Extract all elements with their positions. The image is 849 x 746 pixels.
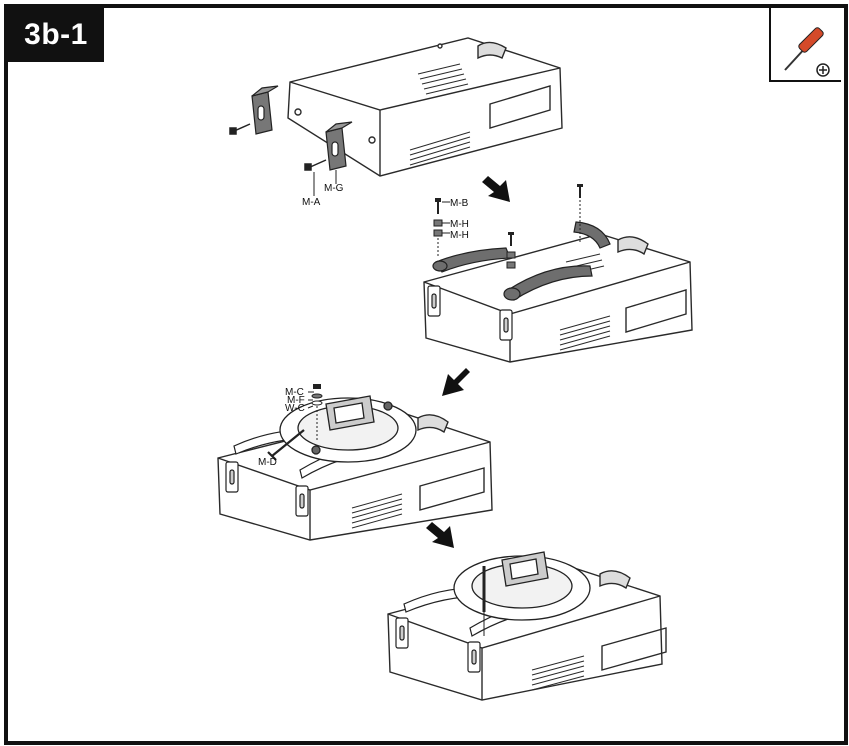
phillips-screwdriver-icon [784, 27, 830, 77]
stage2-hardware [433, 183, 584, 269]
stage2-arm-back [573, 221, 611, 249]
stage2-projector [423, 233, 693, 363]
stage1-l-bracket-left [251, 85, 279, 135]
stage4-l-brackets [395, 617, 481, 673]
label-m-c: M-C [285, 387, 304, 398]
label-w-c: W-C [285, 403, 305, 414]
step-arrow-3 [426, 522, 454, 548]
label-m-d: M-D [258, 457, 277, 468]
label-m-b: M-B [450, 198, 469, 209]
label-m-h-top: M-H [450, 219, 469, 230]
stage3-hardware [267, 384, 323, 461]
stage1-screw-left [229, 123, 251, 135]
label-m-h-bottom: M-H [450, 230, 469, 241]
stage2-l-brackets [427, 285, 513, 341]
stage2-arm-right [503, 265, 593, 301]
label-m-g: M-G [324, 183, 344, 194]
stage4-ceiling-plate [453, 551, 591, 621]
stage3-ceiling-plate [279, 395, 417, 463]
stage3-l-brackets [225, 461, 309, 517]
step-arrow-2 [442, 368, 470, 396]
label-m-a: M-A [302, 197, 321, 208]
stage1-l-bracket-right [325, 121, 353, 171]
step-arrow-1 [482, 176, 510, 202]
tool-required-box [769, 8, 841, 82]
stage1-screw-right [304, 159, 327, 171]
stage1-projector [287, 37, 563, 177]
step-number-badge: 3b-1 [8, 8, 104, 62]
label-m-f: M-F [287, 395, 305, 406]
stage4-projector [387, 565, 667, 701]
page-border [4, 4, 848, 745]
